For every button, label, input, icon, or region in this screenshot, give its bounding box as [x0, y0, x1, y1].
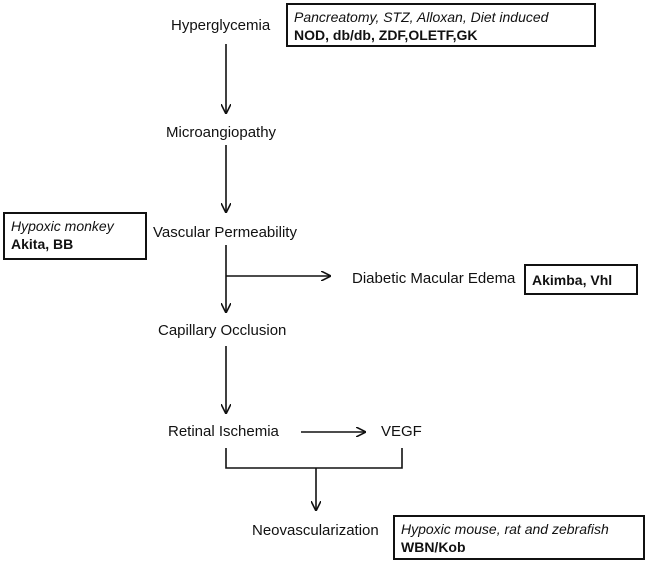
box-hyperglycemia-models: Pancreatomy, STZ, Alloxan, Diet induced … [286, 3, 596, 47]
hyperglycemia-models-bold: NOD, db/db, ZDF,OLETF,GK [294, 27, 478, 43]
neovascularization-models-italic: Hypoxic mouse, rat and zebrafish [401, 521, 609, 537]
box-permeability-models: Hypoxic monkey Akita, BB [3, 212, 147, 260]
permeability-models-bold: Akita, BB [11, 236, 74, 252]
node-retinal-ischemia: Retinal Ischemia [168, 423, 279, 440]
permeability-models-italic: Hypoxic monkey [11, 218, 114, 234]
node-vascular-permeability: Vascular Permeability [153, 224, 297, 241]
hyperglycemia-models-italic: Pancreatomy, STZ, Alloxan, Diet induced [294, 9, 549, 25]
box-edema-models: Akimba, Vhl [524, 264, 638, 295]
edema-models-bold: Akimba, Vhl [532, 272, 613, 288]
node-diabetic-macular-edema: Diabetic Macular Edema [352, 270, 516, 287]
node-hyperglycemia: Hyperglycemia [171, 17, 271, 34]
box-neovascularization-models: Hypoxic mouse, rat and zebrafish WBN/Kob [393, 515, 645, 560]
node-neovascularization: Neovascularization [252, 522, 379, 539]
node-vegf: VEGF [381, 423, 422, 440]
node-microangiopathy: Microangiopathy [166, 124, 277, 141]
bracket-ischemia-vegf [225, 448, 403, 469]
neovascularization-models-bold: WBN/Kob [401, 539, 466, 555]
node-capillary-occlusion: Capillary Occlusion [158, 322, 287, 339]
